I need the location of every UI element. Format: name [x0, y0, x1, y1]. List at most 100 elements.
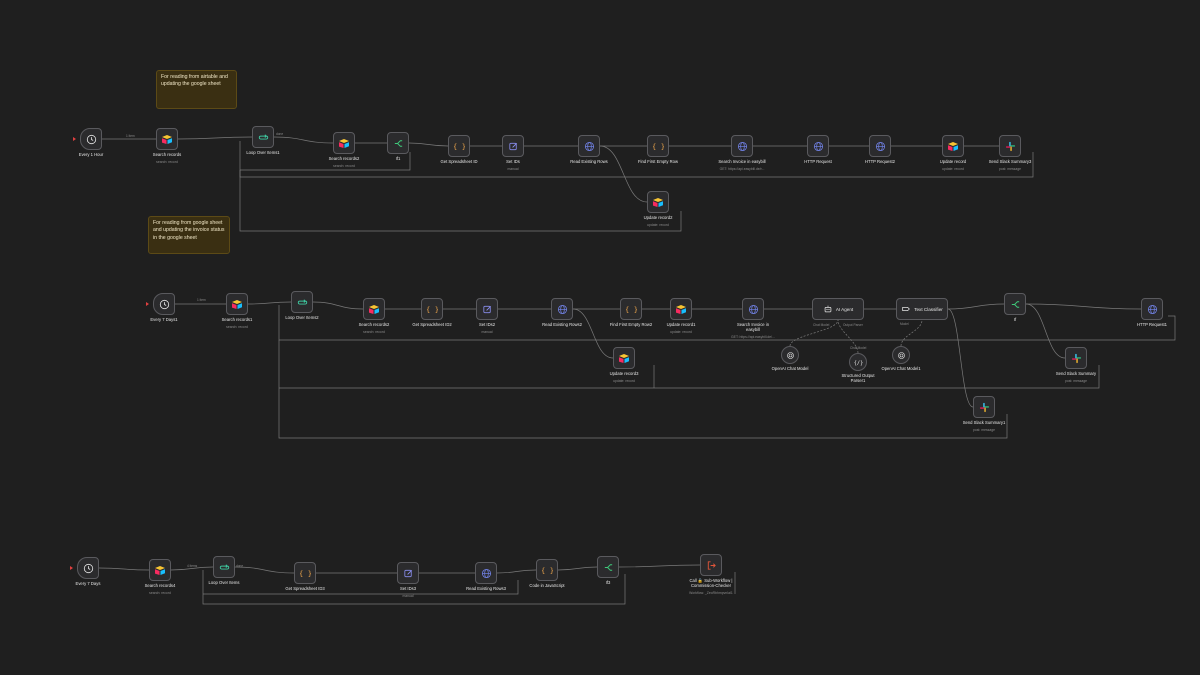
connection-line[interactable] [618, 564, 701, 568]
node-w3-read[interactable] [475, 562, 497, 584]
node-w3-getid[interactable]: { } [294, 562, 316, 584]
node-w1-update2[interactable] [647, 191, 669, 213]
loop-back-connection[interactable] [202, 570, 626, 605]
sticky-note[interactable]: For reading from google sheet and updati… [148, 216, 230, 254]
node-w1-searchinv[interactable] [731, 135, 753, 157]
connection-line[interactable] [1025, 303, 1142, 310]
node-w2-getid[interactable]: { } [421, 298, 443, 320]
node-w2-read[interactable] [551, 298, 573, 320]
openai-icon [897, 351, 906, 360]
node-w3-if3[interactable] [597, 556, 619, 578]
node-w1-getid[interactable]: { } [448, 135, 470, 157]
connection-line[interactable] [496, 569, 537, 574]
connection-line[interactable] [408, 142, 449, 147]
loop-back-connection[interactable] [278, 340, 1008, 439]
node-w3-search[interactable] [149, 559, 171, 581]
connection-line[interactable] [1025, 303, 1066, 359]
connection-line[interactable] [572, 308, 614, 359]
node-w2-search2[interactable] [363, 298, 385, 320]
loop-back-connection[interactable] [203, 580, 519, 595]
node-w2-update3[interactable] [613, 347, 635, 369]
node-w3-setid[interactable] [397, 562, 419, 584]
node-w2-loop[interactable] [291, 291, 313, 313]
node-w2-find[interactable]: { } [620, 298, 642, 320]
node-w1-search[interactable] [156, 128, 178, 150]
node-w1-loop[interactable] [252, 126, 274, 148]
node-label: HTTP Request [804, 159, 832, 164]
airtable-icon [161, 134, 173, 145]
loop-back-connection[interactable] [240, 152, 411, 171]
node-w2-search1[interactable] [226, 293, 248, 315]
node-w2-setid[interactable] [476, 298, 498, 320]
loop-back-connection[interactable] [239, 141, 1034, 178]
connection-line[interactable] [947, 303, 1005, 310]
node-w3-code[interactable]: { } [536, 559, 558, 581]
node-label: Call 🔒 Sub-Workflow | Commission-Checker [689, 578, 733, 588]
connection-line[interactable] [170, 566, 214, 571]
node-label: If3 [605, 580, 611, 585]
sub-node-connection[interactable] [900, 319, 923, 347]
node-w1-read[interactable] [578, 135, 600, 157]
node-w2-if[interactable] [1004, 293, 1026, 315]
connection-line[interactable] [98, 567, 150, 571]
trigger-marker-icon [70, 566, 73, 570]
node-label: Loop Over Items1 [246, 150, 280, 155]
node-label: Set IDs3 [399, 586, 417, 591]
loop-back-connection[interactable] [279, 365, 1100, 389]
sub-node-connection[interactable] [789, 319, 839, 347]
node-label: If [1013, 317, 1017, 322]
node-w2-http1[interactable] [1141, 298, 1163, 320]
connection-line[interactable] [234, 566, 295, 574]
node-w2-classifier[interactable]: Text Classifier [896, 298, 948, 320]
node-w2-openai1[interactable] [892, 346, 910, 364]
node-subtitle: manual [402, 593, 414, 598]
node-w1-every[interactable] [80, 128, 102, 150]
node-w1-http2[interactable] [869, 135, 891, 157]
node-w1-update[interactable] [942, 135, 964, 157]
svg-text:{/}: {/} [854, 360, 863, 366]
loop-back-connection[interactable] [239, 170, 682, 232]
connection-line[interactable] [557, 566, 598, 571]
connection-line[interactable] [273, 136, 334, 144]
node-w1-search2[interactable] [333, 132, 355, 154]
node-w2-every[interactable] [153, 293, 175, 315]
node-w2-slack1[interactable] [973, 396, 995, 418]
node-w1-http[interactable] [807, 135, 829, 157]
slack-icon [979, 402, 990, 413]
node-w3-call[interactable] [700, 554, 722, 576]
connection-line[interactable] [177, 136, 253, 140]
airtable-icon [338, 138, 350, 149]
node-subtitle: GET: https://api.easybill.de/r... [719, 166, 765, 171]
sticky-note[interactable]: For reading from airtable and updating t… [156, 70, 237, 109]
node-w1-if1[interactable] [387, 132, 409, 154]
connection-line[interactable] [247, 301, 292, 305]
slack-icon [1071, 353, 1082, 364]
connection-line[interactable] [312, 301, 364, 310]
node-label: If1 [395, 156, 401, 161]
node-w3-loop[interactable] [213, 556, 235, 578]
loop-back-connection[interactable] [278, 305, 1176, 341]
slack-icon [1005, 141, 1016, 152]
node-w2-update[interactable] [670, 298, 692, 320]
connection-line[interactable] [947, 308, 974, 408]
node-w2-parser[interactable]: {/} [849, 353, 867, 371]
sub-node-connection[interactable] [837, 319, 859, 354]
node-w1-setid[interactable] [502, 135, 524, 157]
node-w2-openai[interactable] [781, 346, 799, 364]
node-subtitle: manual [507, 166, 519, 171]
globe-icon [1147, 304, 1158, 315]
globe-icon [813, 141, 824, 152]
node-label: Structured Output Parser1 [841, 373, 875, 383]
node-w1-find[interactable]: { } [647, 135, 669, 157]
connection-line[interactable] [599, 145, 648, 203]
node-label: Code in JavaScript [529, 583, 565, 588]
port-label: Chat Model [813, 323, 830, 327]
node-w2-searchinv[interactable] [742, 298, 764, 320]
node-w1-slack3[interactable] [999, 135, 1021, 157]
node-w3-every[interactable] [77, 557, 99, 579]
node-w2-agent[interactable]: AI Agent [812, 298, 864, 320]
globe-icon [481, 568, 492, 579]
node-w2-slack[interactable] [1065, 347, 1087, 369]
